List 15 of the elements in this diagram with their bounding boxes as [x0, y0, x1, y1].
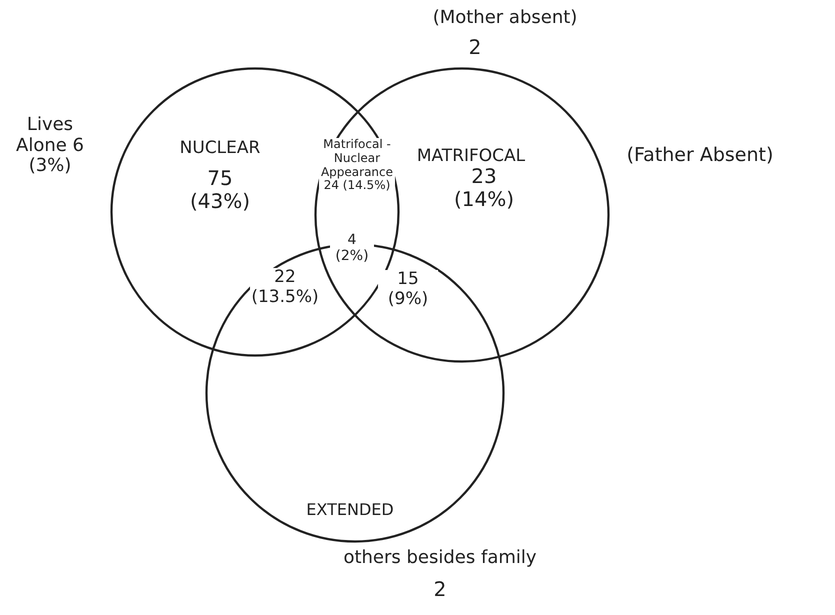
set-label: NUCLEAR — [178, 139, 262, 159]
region-label: 15 (9%) — [378, 270, 438, 310]
count-label: 2 — [432, 578, 448, 601]
annotation-text: others besides family — [342, 548, 538, 569]
region-label: Matrifocal -Nuclear Appearance 24 (14.5%) — [319, 138, 395, 194]
count-label: 23 (14%) — [452, 165, 516, 211]
annotation-text: Lives Alone 6 (3%) — [15, 115, 85, 178]
region-label: 4 (2%) — [330, 232, 374, 264]
set-label: MATRIFOCAL — [416, 147, 526, 167]
annotation-text: (Mother absent) — [432, 8, 578, 29]
annotation-text: (Father Absent) — [626, 145, 774, 167]
count-label: 75 (43%) — [188, 167, 252, 213]
region-label: 22 (13.5%) — [250, 268, 320, 308]
set-label: EXTENDED — [305, 501, 395, 520]
count-label: 2 — [468, 36, 482, 59]
